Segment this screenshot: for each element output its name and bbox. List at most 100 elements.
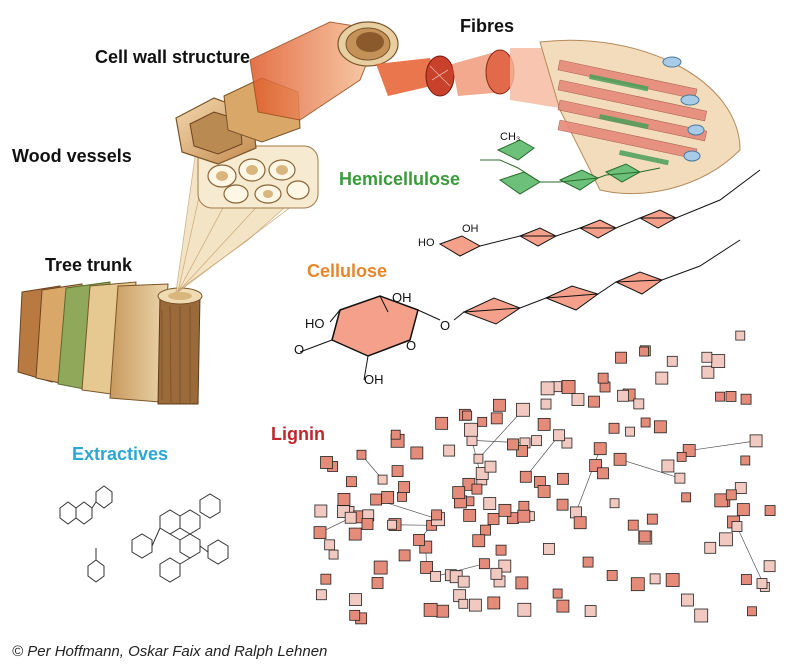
lignin-unit bbox=[362, 519, 373, 530]
lignin-unit bbox=[444, 445, 455, 456]
lignin-unit bbox=[378, 475, 387, 484]
lignin-unit bbox=[712, 355, 725, 368]
lignin-bond bbox=[689, 441, 756, 451]
copyright-credit: © Per Hoffmann, Oskar Faix and Ralph Leh… bbox=[12, 643, 327, 660]
lignin-bond bbox=[576, 449, 600, 513]
lignin-unit bbox=[747, 607, 756, 616]
lignin-unit bbox=[705, 542, 716, 553]
lignin-unit bbox=[726, 490, 736, 500]
extractives-molecules bbox=[60, 486, 228, 582]
lignin-unit bbox=[467, 435, 477, 445]
lignin-unit bbox=[464, 509, 476, 521]
lignin-unit bbox=[716, 392, 725, 401]
lignin-unit bbox=[538, 485, 550, 497]
lignin-unit bbox=[628, 520, 638, 530]
lignin-unit bbox=[520, 471, 531, 482]
lignin-unit bbox=[677, 452, 686, 461]
lignin-unit bbox=[388, 520, 397, 529]
lignin-unit bbox=[736, 331, 745, 340]
lignin-unit bbox=[741, 394, 751, 404]
lignin-unit bbox=[609, 423, 619, 433]
lignin-unit bbox=[357, 450, 366, 459]
lignin-unit bbox=[764, 561, 775, 572]
lignin-unit bbox=[641, 418, 650, 427]
lignin-unit bbox=[662, 460, 674, 472]
lignin-unit bbox=[543, 543, 554, 554]
lignin-unit bbox=[750, 435, 762, 447]
lignin-unit bbox=[765, 506, 775, 516]
lignin-unit bbox=[570, 507, 581, 518]
lignin-unit bbox=[557, 600, 569, 612]
lignin-unit bbox=[424, 603, 437, 616]
lignin-unit bbox=[541, 382, 554, 395]
lignin-unit bbox=[702, 352, 712, 362]
hemicellulose-label: Hemicellulose bbox=[339, 169, 460, 190]
lignin-unit bbox=[598, 373, 608, 383]
lignin-unit bbox=[650, 574, 660, 584]
lignin-unit bbox=[391, 430, 400, 439]
lignin-unit bbox=[583, 557, 593, 567]
lignin-unit bbox=[516, 403, 529, 416]
atom-label: O bbox=[294, 342, 304, 357]
lignin-unit bbox=[493, 399, 505, 411]
lignin-unit bbox=[372, 577, 383, 588]
lignin-unit bbox=[325, 540, 335, 550]
cell-wall-illustration bbox=[176, 22, 398, 164]
lignin-unit bbox=[607, 570, 617, 580]
svg-text:OH: OH bbox=[462, 223, 479, 235]
lignin-unit bbox=[431, 571, 441, 581]
cell-wall-structure-label: Cell wall structure bbox=[95, 47, 250, 68]
lignin-unit bbox=[640, 347, 649, 356]
lignin-unit bbox=[666, 574, 679, 587]
lignin-unit bbox=[741, 575, 751, 585]
lignin-unit bbox=[735, 483, 746, 494]
lignin-unit bbox=[349, 594, 361, 606]
lignin-unit bbox=[702, 366, 714, 378]
lignin-unit bbox=[757, 579, 767, 589]
lignin-unit bbox=[562, 380, 575, 393]
lignin-unit bbox=[459, 599, 468, 608]
lignin-unit bbox=[541, 399, 551, 409]
lignin-unit bbox=[474, 454, 483, 463]
lignin-unit bbox=[453, 487, 465, 499]
atom-label: OH bbox=[364, 372, 384, 387]
lignin-unit bbox=[719, 533, 732, 546]
lignin-unit bbox=[616, 352, 627, 363]
lignin-unit bbox=[610, 499, 619, 508]
lignin-unit bbox=[618, 390, 629, 401]
lignin-unit bbox=[574, 517, 586, 529]
lignin-unit bbox=[469, 599, 481, 611]
lignin-unit bbox=[594, 443, 606, 455]
lignin-unit bbox=[382, 491, 394, 503]
lignin-unit bbox=[346, 477, 356, 487]
tree-trunk-label: Tree trunk bbox=[45, 255, 132, 276]
cellulose-label: Cellulose bbox=[307, 261, 387, 282]
lignin-unit bbox=[518, 603, 531, 616]
lignin-unit bbox=[478, 417, 487, 426]
extractives-label: Extractives bbox=[72, 444, 168, 465]
lignin-unit bbox=[496, 545, 506, 555]
lignin-unit bbox=[491, 568, 502, 579]
lignin-unit bbox=[314, 527, 326, 539]
lignin-unit bbox=[732, 522, 742, 532]
wood-vessels-label: Wood vessels bbox=[12, 146, 132, 167]
atom-label: HO bbox=[305, 316, 325, 331]
svg-text:CH₃: CH₃ bbox=[500, 131, 520, 143]
lignin-unit bbox=[473, 535, 485, 547]
tree-trunk-illustration bbox=[18, 282, 202, 404]
atom-label: O bbox=[406, 338, 416, 353]
lignin-unit bbox=[614, 453, 626, 465]
lignin-unit bbox=[675, 473, 685, 483]
lignin-unit bbox=[598, 468, 609, 479]
lignin-unit bbox=[667, 356, 677, 366]
lignin-unit bbox=[338, 493, 350, 505]
lignin-unit bbox=[321, 574, 331, 584]
lignin-unit bbox=[726, 391, 736, 401]
lignin-unit bbox=[631, 578, 644, 591]
lignin-unit bbox=[329, 550, 338, 559]
lignin-unit bbox=[588, 396, 599, 407]
lignin-unit bbox=[695, 609, 708, 622]
lignin-unit bbox=[371, 494, 382, 505]
lignin-unit bbox=[585, 606, 596, 617]
